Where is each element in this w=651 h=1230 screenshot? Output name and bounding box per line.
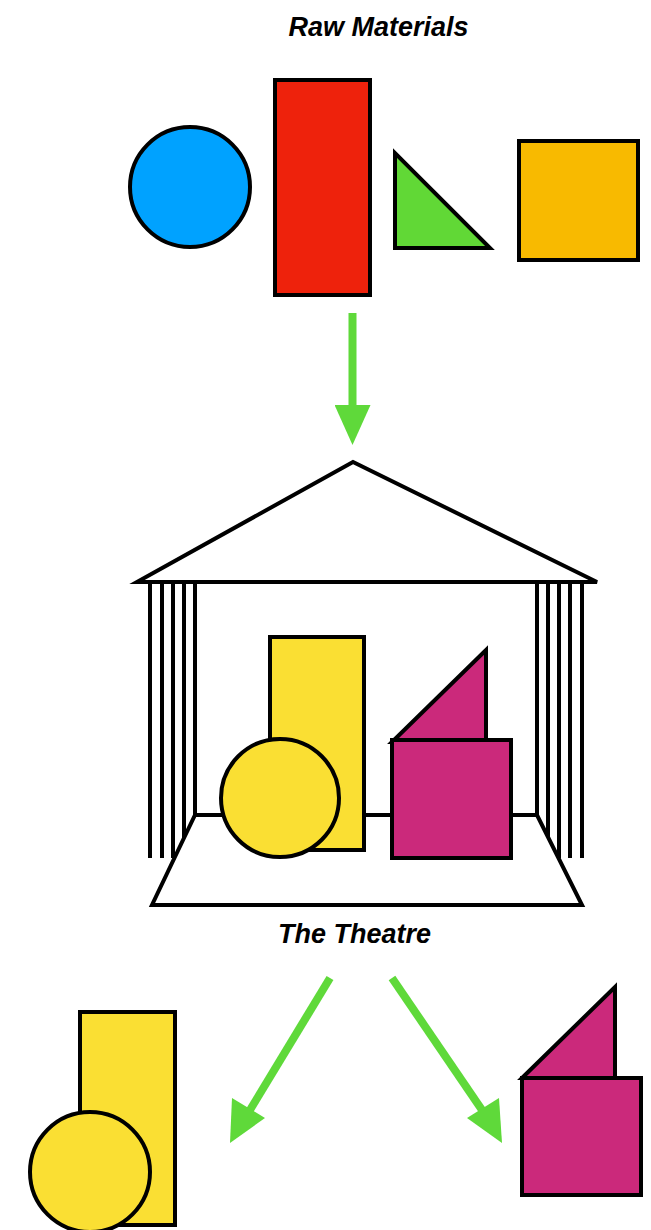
blue-circle (130, 127, 250, 247)
node-heading: The Theatre (105, 919, 600, 950)
magenta-triangle (522, 987, 615, 1078)
theatre-stage (152, 815, 582, 905)
magenta-triangle (392, 650, 486, 742)
diagram-node: The Theatre (105, 445, 600, 955)
theatre-roof (137, 462, 597, 582)
yellow-circle (221, 739, 339, 857)
yellow-circle (30, 1112, 150, 1230)
flow-arrow (349, 313, 357, 405)
magenta-square (522, 1078, 641, 1195)
diagram-node: Raw Materials (105, 4, 600, 313)
green-triangle (395, 153, 490, 248)
node-heading: Raw Materials (105, 12, 600, 43)
magenta-square (392, 740, 511, 858)
output-arrows (230, 978, 502, 1143)
red-rectangle (275, 80, 370, 295)
orange-square (519, 141, 638, 260)
